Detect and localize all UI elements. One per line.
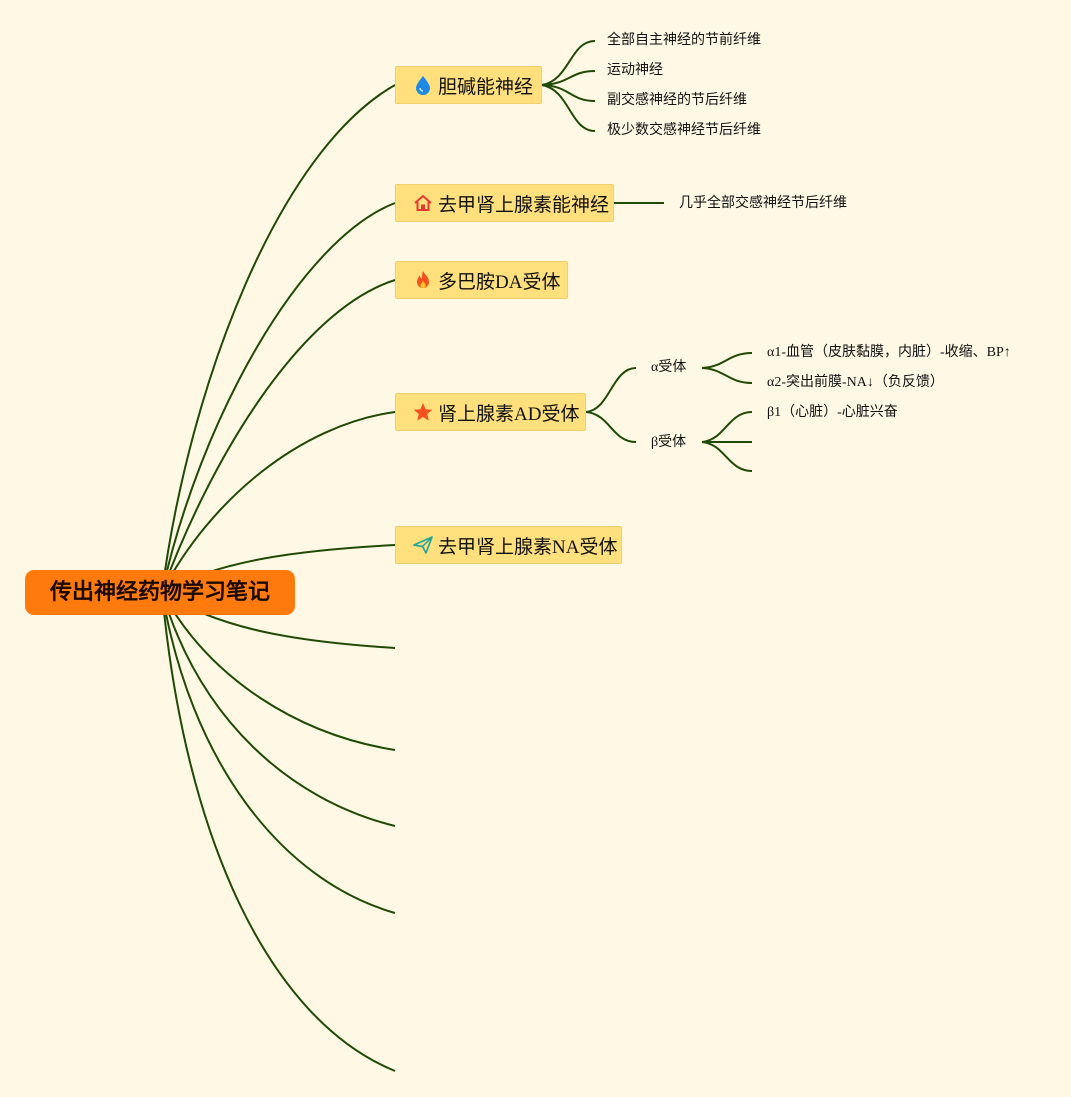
leaf-item[interactable]: 几乎全部交感神经节后纤维 [679,196,847,211]
edge-t1-c3 [541,84,596,102]
edge-root-topic-2 [161,202,396,593]
central-topic[interactable]: 传出神经药物学习笔记 [25,570,295,615]
topic-label: 胆碱能神经 [438,76,534,98]
edge-root-empty-3 [161,591,396,827]
topic-label: 肾上腺素AD受体 [438,403,580,425]
topic-dopamine-receptor[interactable]: 多巴胺DA受体 [395,261,568,299]
topic-adrenaline-receptor[interactable]: 肾上腺素AD受体 [395,393,586,431]
topic-cholinergic-nerve[interactable]: 胆碱能神经 [395,66,542,104]
topic-label: 多巴胺DA受体 [438,271,561,293]
star-icon [412,401,434,423]
edge-t4-g1 [585,367,637,413]
edge-root-empty-2 [161,591,396,751]
topic-label: 去甲肾上腺素NA受体 [438,536,618,558]
edge-g1-c1 [701,352,753,369]
edge-g1-c2 [701,367,753,384]
house-icon [412,192,434,214]
topic-label: 去甲肾上腺素能神经 [438,194,610,216]
leaf-item[interactable]: 副交感神经的节后纤维 [607,93,747,108]
water-drop-icon [412,74,434,96]
leaf-item[interactable]: β1（心脏）-心脏兴奋 [767,405,898,420]
topic-noradrenergic-nerve[interactable]: 去甲肾上腺素能神经 [395,184,614,222]
edge-root-topic-3 [161,279,396,593]
subtopic-beta-receptor[interactable]: β受体 [651,435,687,450]
subtopic-alpha-receptor[interactable]: α受体 [651,360,687,375]
topic-noradrenaline-receptor[interactable]: 去甲肾上腺素NA受体 [395,526,622,564]
leaf-item[interactable]: 运动神经 [607,63,663,78]
edge-root-topic-4 [161,411,396,593]
flame-icon [412,269,434,291]
edge-root-empty-5 [161,591,396,1072]
edge-g2-c1 [701,411,753,443]
edge-g2-c3 [701,441,753,472]
edge-t1-c4 [541,84,596,132]
edge-root-topic-1 [161,84,396,593]
edge-t1-c2 [541,70,596,86]
edge-root-empty-4 [161,591,396,914]
leaf-item[interactable]: 极少数交感神经节后纤维 [607,123,761,138]
leaf-item[interactable]: α1-血管（皮肤黏膜，内脏）-收缩、BP↑ [767,345,1011,360]
paper-plane-icon [412,534,434,556]
edge-t4-g2 [585,411,637,443]
edge-t1-c1 [541,40,596,86]
leaf-item[interactable]: α2-突出前膜-NA↓（负反馈） [767,375,944,390]
leaf-item[interactable]: 全部自主神经的节前纤维 [607,33,761,48]
